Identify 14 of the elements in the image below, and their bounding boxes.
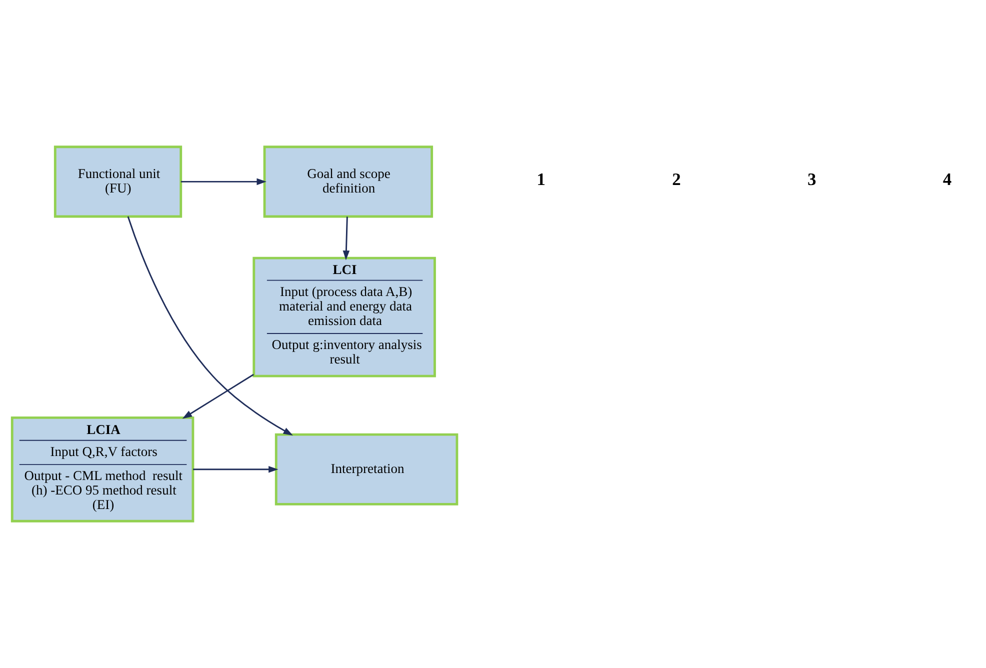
node-box: Functional unit (FU) xyxy=(54,146,182,218)
node-box: LCI Input (process data A,B) material and energy data emission data Output g:inventory analysis result xyxy=(252,256,436,378)
node-box: Goal and scope definition xyxy=(263,146,434,218)
label: 3 xyxy=(808,168,816,189)
arrow xyxy=(127,216,293,436)
arrow xyxy=(193,466,278,473)
node-box: Interpretation xyxy=(274,433,458,506)
arrow xyxy=(180,178,266,186)
label: 4 xyxy=(942,168,952,189)
arrow xyxy=(342,216,350,260)
label: 2 xyxy=(672,168,681,189)
node-box: LCIA Input Q,R,V factors Output - CML method result (h) -ECO 95 method result (EI) xyxy=(10,416,194,522)
label: 1 xyxy=(536,168,546,189)
arrow xyxy=(182,374,254,419)
